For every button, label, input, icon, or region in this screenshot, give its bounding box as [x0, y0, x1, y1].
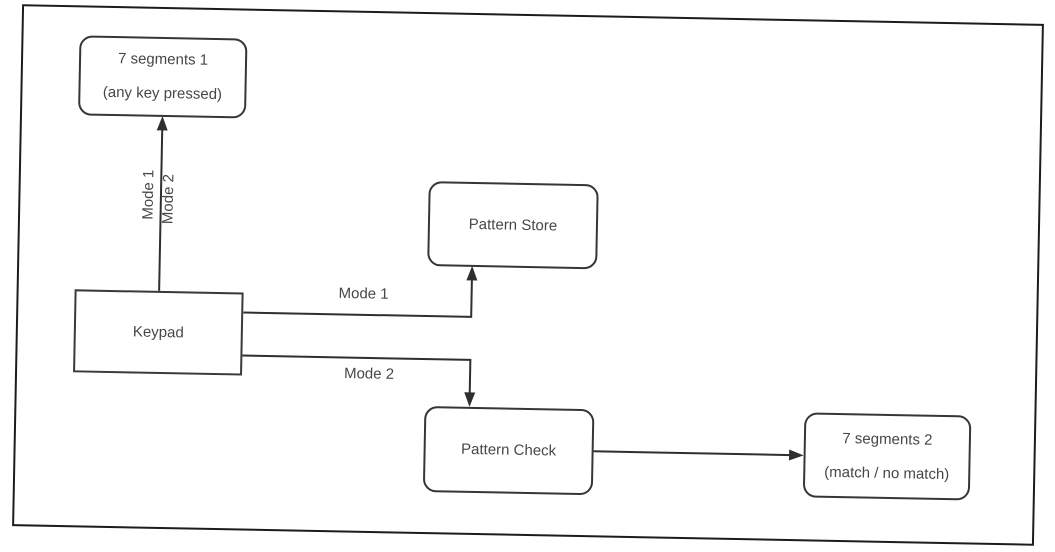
node-keypad: Keypad: [73, 289, 244, 376]
diagram-frame: 7 segments 1 (any key pressed) Keypad Pa…: [12, 4, 1044, 546]
node-7-segments-2-subtitle: (match / no match): [824, 463, 950, 483]
node-pattern-store: Pattern Store: [427, 181, 599, 270]
edge-label-mode1-vertical: Mode 1: [139, 169, 158, 220]
edge-label-mode2: Mode 2: [343, 364, 395, 383]
edge-keypad-to-pattern-store: [243, 265, 478, 318]
edge-keypad-to-pattern-check: [242, 354, 476, 407]
node-7-segments-1: 7 segments 1 (any key pressed): [77, 35, 248, 119]
edge-lines-layer: [156, 115, 804, 461]
edge-label-mode1: Mode 1: [338, 284, 389, 303]
edge-pattern-check-to-seg2: [593, 449, 804, 461]
node-7-segments-1-subtitle: (any key pressed): [102, 83, 223, 104]
edge-keypad-to-seg1: [156, 115, 168, 291]
edge-label-mode2-vertical: Mode 2: [159, 173, 178, 225]
node-7-segments-2: 7 segments 2 (match / no match): [802, 412, 972, 501]
node-keypad-label: Keypad: [132, 322, 184, 341]
node-pattern-store-label: Pattern Store: [468, 215, 558, 235]
node-pattern-check-label: Pattern Check: [460, 440, 557, 460]
node-7-segments-1-title: 7 segments 1: [117, 50, 209, 69]
node-pattern-check: Pattern Check: [422, 406, 595, 496]
node-7-segments-2-title: 7 segments 2: [842, 429, 933, 449]
